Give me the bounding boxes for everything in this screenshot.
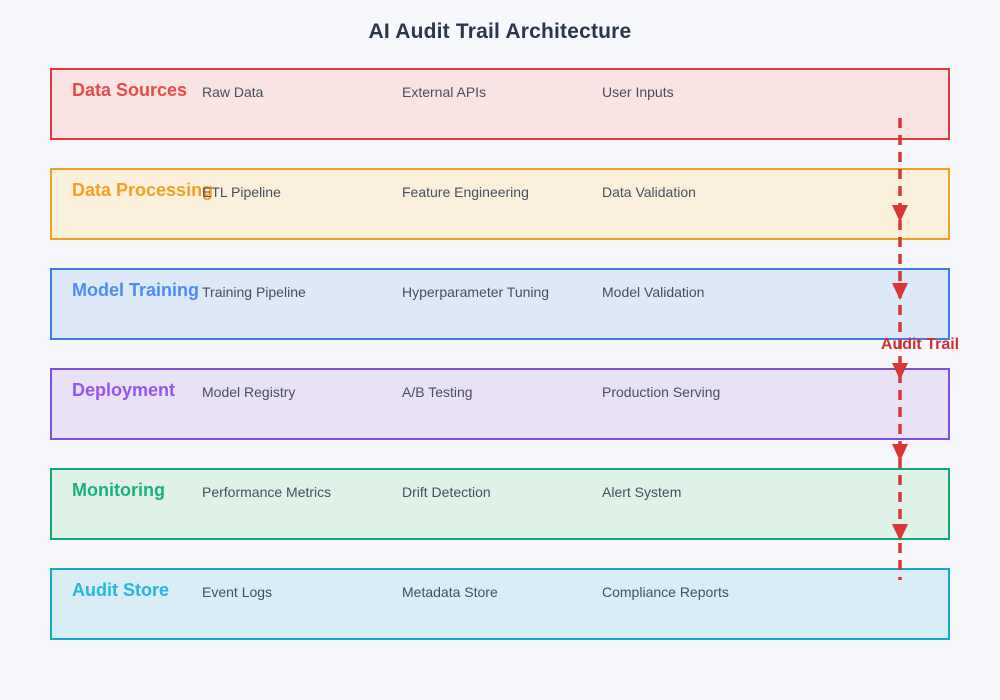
audit-trail-label: Audit Trail [880, 336, 960, 353]
layer-title: Model Training [72, 280, 200, 300]
layer-item: Model Validation [602, 284, 705, 300]
layer-item: Data Validation [602, 184, 696, 200]
layer-data-sources: Data Sources Raw Data External APIs User… [50, 68, 950, 140]
layer-title: Deployment [72, 380, 176, 400]
layer-item: Performance Metrics [202, 484, 332, 500]
layer-data-processing: Data Processing ETL Pipeline Feature Eng… [50, 168, 950, 240]
arrowhead-icon [892, 444, 908, 461]
layer-model-training: Model Training Training Pipeline Hyperpa… [50, 268, 950, 340]
layer-deployment: Deployment Model Registry A/B Testing Pr… [50, 368, 950, 440]
layer-item: Training Pipeline [202, 284, 306, 300]
layer-item: Alert System [602, 484, 682, 500]
layer-item: ETL Pipeline [202, 184, 281, 200]
layer-item: A/B Testing [402, 384, 473, 400]
layer-item: Feature Engineering [402, 184, 529, 200]
layer-item: Model Registry [202, 384, 296, 400]
layer-item: User Inputs [602, 84, 674, 100]
layer-item: Compliance Reports [602, 584, 729, 600]
layer-title: Data Processing [72, 180, 214, 200]
layer-item: Hyperparameter Tuning [402, 284, 550, 300]
layer-monitoring: Monitoring Performance Metrics Drift Det… [50, 468, 950, 540]
layer-item: Production Serving [602, 384, 721, 400]
page-title: AI Audit Trail Architecture [368, 20, 632, 43]
layer-item: Metadata Store [402, 584, 498, 600]
layer-item: External APIs [402, 84, 487, 100]
layer-title: Audit Store [72, 580, 169, 600]
layer-item: Raw Data [202, 84, 264, 100]
layer-item: Event Logs [202, 584, 273, 600]
layer-title: Monitoring [72, 480, 165, 500]
layer-item: Drift Detection [402, 484, 491, 500]
layer-title: Data Sources [72, 80, 188, 100]
layer-audit-store: Audit Store Event Logs Metadata Store Co… [50, 568, 950, 640]
